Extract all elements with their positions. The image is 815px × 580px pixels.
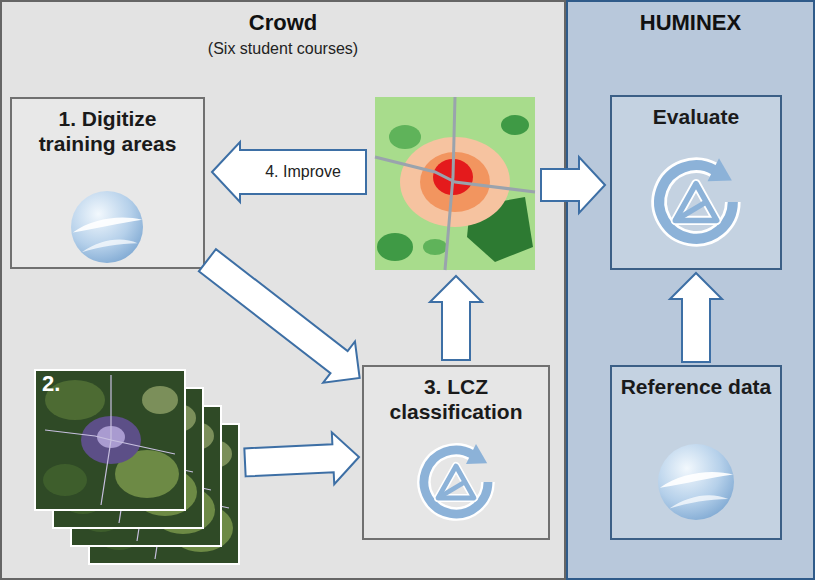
panel-subtitle: (Six student courses)	[2, 40, 564, 59]
logo-icon	[424, 444, 488, 514]
text-block: 2.	[30, 365, 242, 397]
block-arrow	[541, 157, 605, 213]
block-arrow	[199, 249, 360, 382]
process-box: 3. LCZ classification	[362, 365, 550, 540]
image-stack	[35, 370, 239, 564]
logo-icon	[659, 158, 733, 238]
process-box: 1. Digitize training areas	[10, 97, 205, 269]
callout-number: 2.	[42, 371, 242, 397]
text-block: 3. LCZ classification	[364, 367, 548, 425]
crowd-panel: 1. Digitize training areas 2. 3. LCZ class…	[0, 0, 566, 580]
block-arrow	[244, 432, 359, 484]
globe-icon	[71, 191, 143, 263]
image-stack-box: 2.	[30, 365, 242, 570]
process-box: Evaluate	[610, 95, 782, 270]
huminex-panel: EvaluateReference data HUMINEX	[566, 0, 815, 580]
box-label: 3. LCZ classification	[372, 375, 540, 425]
text-block: HUMINEX	[568, 2, 813, 36]
text-block: 1. Digitize training areas	[12, 99, 203, 157]
text-block: Crowd (Six student courses)	[2, 2, 564, 59]
globe-icon	[658, 444, 734, 520]
box-label: Evaluate	[620, 105, 772, 130]
lcz-map	[375, 97, 535, 270]
process-box: Reference data	[610, 365, 782, 540]
box-label: 1. Digitize training areas	[22, 107, 193, 157]
text-block: Evaluate	[612, 97, 780, 130]
step-label: 4. Improve	[242, 151, 364, 193]
text-block: Reference data	[612, 367, 780, 400]
box-label: Reference data	[620, 375, 772, 400]
block-arrow	[212, 142, 366, 202]
panel-title: Crowd	[2, 10, 564, 36]
block-arrow	[430, 276, 482, 360]
block-arrow	[670, 273, 722, 362]
panel-title: HUMINEX	[568, 10, 813, 36]
